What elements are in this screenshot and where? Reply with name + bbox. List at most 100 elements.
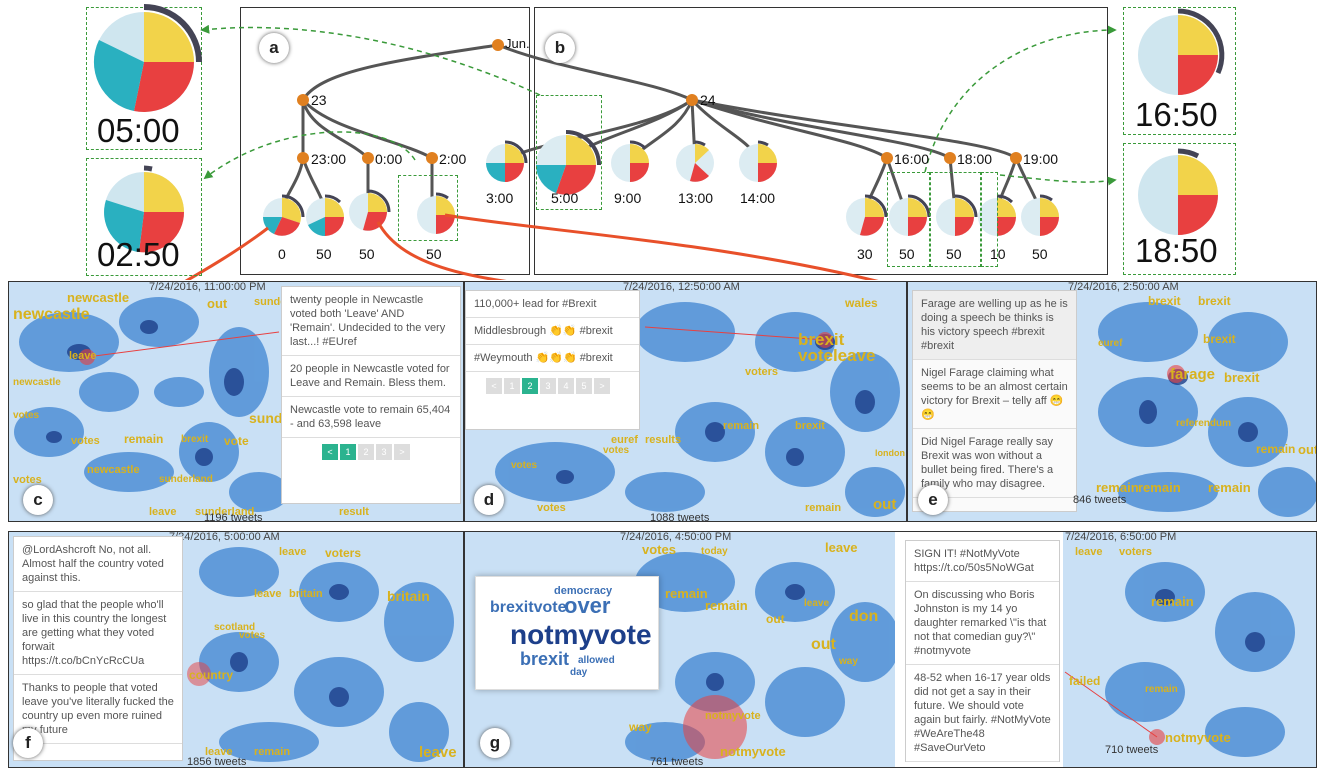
tweet-item[interactable]: Middlesbrough 👏👏 #brexit [466, 318, 639, 345]
cloud-word: remain [254, 746, 291, 758]
cloud-word: votes [511, 460, 538, 471]
tweet-list[interactable]: twenty people in Newcastle voted both 'L… [281, 286, 461, 504]
panel-label-c: c [23, 485, 53, 515]
tweet-count: 1088 tweets [650, 512, 710, 522]
panel-label-b: b [545, 33, 575, 63]
tweet-item[interactable]: twenty people in Newcastle voted both 'L… [282, 287, 460, 356]
cloud-word: notmyvote [1165, 730, 1231, 745]
cloud-word: votes [13, 474, 42, 486]
cloud-word: way [629, 720, 652, 734]
cloud-word: notmyvote [720, 744, 786, 759]
cloud-word: votes [642, 542, 676, 557]
hierarchy-tree [184, 24, 1117, 280]
panel-label-a: a [259, 33, 289, 63]
tweet-item[interactable]: On discussing who Boris Johnston is my 1… [906, 582, 1059, 665]
cloud-word: leave [1075, 546, 1103, 558]
cloud-word: london [875, 448, 905, 458]
tweet-list[interactable]: @LordAshcroft No, not all. Almost half t… [13, 536, 183, 761]
page-button[interactable]: 3 [540, 378, 556, 394]
highlight-box [930, 172, 981, 267]
page-prev-button[interactable]: < [322, 444, 338, 460]
cloud-word: remain [1145, 684, 1178, 695]
tweet-list[interactable]: Farage are welling up as he is doing a s… [912, 290, 1077, 512]
cloud-word: leave [419, 744, 457, 761]
cloud-word: brexit [181, 434, 209, 445]
zoom-view-1650 [1123, 7, 1236, 135]
page-button[interactable]: 2 [522, 378, 538, 394]
map-panel-c: newcastle newcastle out sunder leave new… [8, 281, 464, 522]
tree-panel-a [240, 7, 530, 275]
tweet-list[interactable]: 110,000+ lead for #Brexit Middlesbrough … [465, 290, 640, 430]
cloud-word: remain [1208, 480, 1251, 495]
timestamp: 7/24/2016, 4:50:00 PM [620, 531, 732, 543]
tweet-item[interactable]: 20 people in Newcastle voted for Leave a… [282, 356, 460, 397]
tweet-item[interactable]: Farage are welling up as he is doing a s… [913, 291, 1076, 360]
cloud-word: leave [149, 506, 177, 518]
zoom-time-label: 16:50 [1135, 96, 1218, 133]
cloud-word: referendum [1176, 418, 1232, 429]
cloud-word: vote [224, 434, 249, 448]
cloud-word: remain [665, 586, 708, 601]
tree-leaf-label: 50 [359, 246, 375, 262]
cloud-word: brexit [1198, 294, 1231, 308]
page-button[interactable]: 4 [558, 378, 574, 394]
page-button[interactable]: 1 [504, 378, 520, 394]
cloud-word: remain [1096, 480, 1139, 495]
page-button[interactable]: 1 [340, 444, 356, 460]
tree-hour-label: 5:00 [551, 190, 579, 206]
timestamp: 7/24/2016, 6:50:00 PM [1065, 531, 1177, 543]
pagination[interactable]: < 1 2 3 4 5 > [466, 372, 639, 400]
tweet-item[interactable]: Newcastle vote to remain 65,404 - and 63… [282, 397, 460, 438]
tweet-item[interactable]: Did Nigel Farage really say Brexit was w… [913, 429, 1076, 498]
cloud-popup-word: brexitvote [490, 599, 567, 616]
page-button[interactable]: 3 [376, 444, 392, 460]
cloud-popup-word: notmyvote [510, 619, 652, 650]
page-next-button[interactable]: > [394, 444, 410, 460]
cloud-word: newcastle [87, 464, 140, 476]
tree-leaf-label: 50 [899, 246, 915, 262]
tweet-item[interactable]: so glad that the people who'll live in t… [14, 592, 182, 675]
cloud-word: result [339, 506, 369, 518]
timestamp: 7/24/2016, 2:50:00 AM [1068, 281, 1179, 293]
cloud-word: leave [279, 546, 307, 558]
page-prev-button[interactable]: < [486, 378, 502, 394]
tweet-item[interactable]: Nigel Farage claiming what seems to be a… [913, 360, 1076, 429]
cloud-word: leave [254, 588, 282, 600]
highlight-box [398, 175, 458, 241]
cloud-word: brexit [1148, 294, 1181, 308]
tree-hour-label: 13:00 [678, 190, 714, 206]
tweet-item[interactable]: @LordAshcroft No, not all. Almost half t… [14, 537, 182, 592]
tree-leaf-label: 50 [426, 246, 442, 262]
highlight-box [887, 172, 930, 267]
tree-day23-label: 23 [311, 92, 327, 108]
cloud-word: newcastle [13, 306, 90, 323]
cloud-word: newcastle [67, 290, 130, 305]
tree-leaf-label: 50 [316, 246, 332, 262]
page-button[interactable]: 2 [358, 444, 374, 460]
tweet-list[interactable]: SIGN IT! #NotMyVote https://t.co/50s5NoW… [905, 540, 1060, 762]
tree-leaf-label: 0 [278, 246, 286, 262]
tree-hour-label: 14:00 [740, 190, 776, 206]
cloud-word: farage [1170, 366, 1216, 383]
tree-leaf-label: 50 [1032, 246, 1048, 262]
cloud-word: way [839, 656, 858, 667]
tweet-item[interactable]: SIGN IT! #NotMyVote https://t.co/50s5NoW… [906, 541, 1059, 582]
cloud-word: britain [387, 588, 430, 604]
tweet-item[interactable]: Thanks to people that voted leave you've… [14, 675, 182, 744]
timestamp: 7/24/2016, 11:00:00 PM [149, 281, 266, 293]
pagination[interactable]: < 1 2 3 > [282, 438, 460, 466]
cloud-word: brexit [798, 330, 845, 349]
tweet-item[interactable]: 48-52 when 16-17 year olds did not get a… [906, 665, 1059, 762]
tweet-count: 1196 tweets [204, 512, 263, 522]
map-panel-d: wales brexit voteleave voters remain bre… [464, 281, 907, 522]
page-next-button[interactable]: > [594, 378, 610, 394]
cloud-word: brexit [795, 420, 825, 432]
cloud-word: out [1298, 442, 1317, 457]
cloud-word: remain [723, 420, 760, 432]
cloud-word: leave [804, 598, 830, 609]
cloud-word: leave [825, 540, 858, 555]
cloud-word: remain [124, 432, 164, 446]
tweet-item[interactable]: 110,000+ lead for #Brexit [466, 291, 639, 318]
page-button[interactable]: 5 [576, 378, 592, 394]
tweet-item[interactable]: #Weymouth 👏👏👏 #brexit [466, 345, 639, 372]
